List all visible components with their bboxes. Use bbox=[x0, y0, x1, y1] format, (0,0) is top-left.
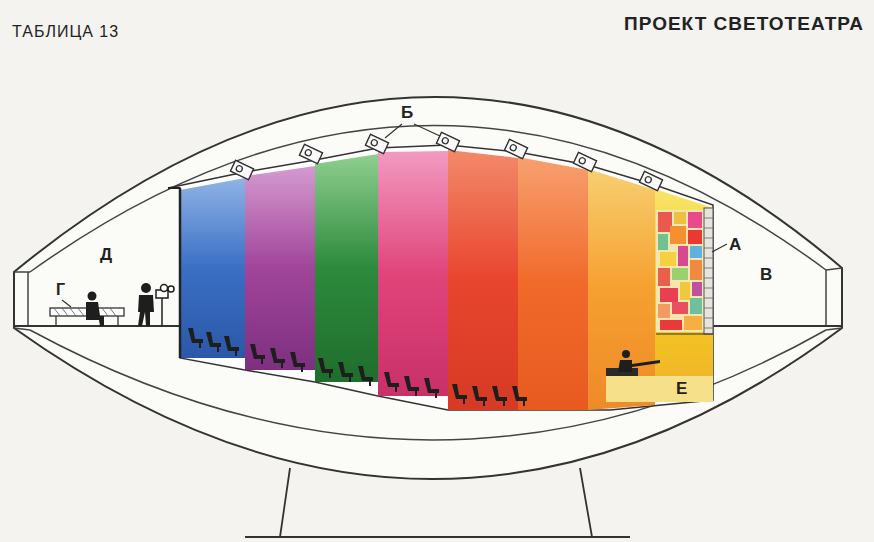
page-title: ПРОЕКТ СВЕТОТЕАТРА bbox=[624, 14, 864, 33]
callout-letter: Б bbox=[401, 104, 413, 121]
callout-letter: В bbox=[760, 266, 772, 283]
callout-letter: А bbox=[729, 236, 741, 253]
callout-letter: Е bbox=[676, 380, 687, 397]
table-number: ТАБЛИЦА 13 bbox=[12, 24, 119, 40]
callout-letter: Д bbox=[100, 246, 112, 263]
callout-letter: Г bbox=[56, 282, 65, 298]
